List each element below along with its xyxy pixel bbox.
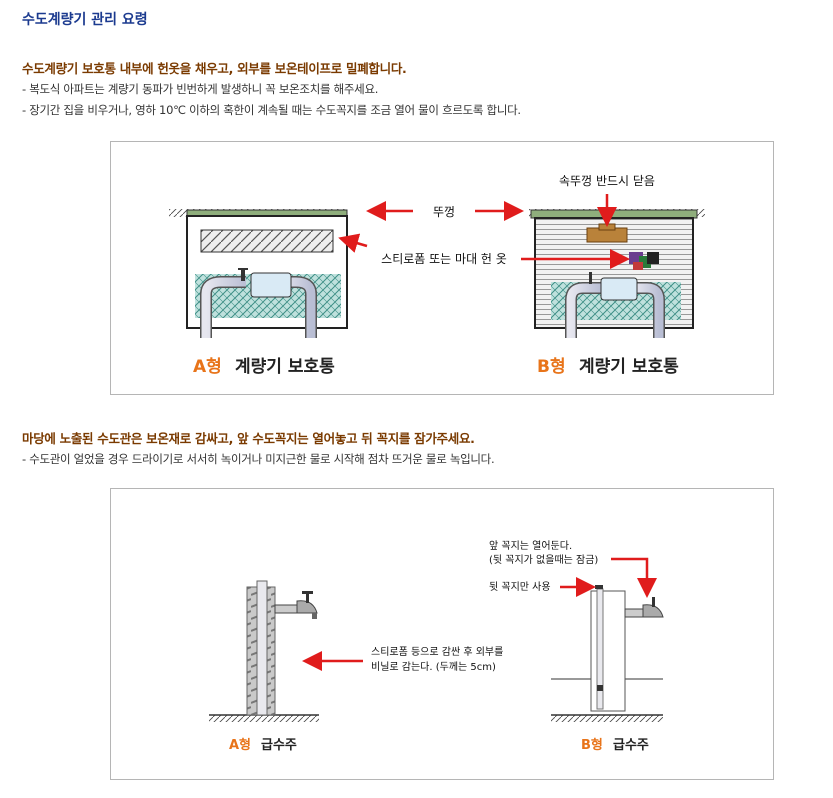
standpipe-a-illustration bbox=[209, 580, 319, 722]
box-a-illustration bbox=[169, 209, 348, 338]
caption-a-type: A형 bbox=[193, 356, 222, 377]
section2-heading: 마당에 노출된 수도관은 보온재로 감싸고, 앞 수도꼭지는 열어놓고 뒤 꼭지… bbox=[22, 431, 475, 446]
label-insulation: 스티로폼 또는 마대 헌 옷 bbox=[381, 252, 507, 266]
insulation-arrow-a bbox=[338, 233, 368, 253]
caption-a-text: 계량기 보호통 bbox=[235, 357, 335, 377]
page-title: 수도계량기 관리 요령 bbox=[22, 12, 148, 28]
standpipe-figure: 스티로폼 등으로 감싼 후 외부를 비닐로 감는다. (두께는 5cm) 앞 꼭… bbox=[110, 488, 774, 780]
meter-box-figure: 뚜껑 속뚜껑 반드시 닫음 스티로폼 또는 마대 헌 옷 A형 계량기 보호통 … bbox=[110, 141, 774, 395]
section1-bullet-2: - 장기간 집을 비우거나, 영하 10℃ 이하의 혹한이 계속될 때는 수도꼭… bbox=[22, 103, 521, 117]
section1-heading: 수도계량기 보호통 내부에 헌옷을 채우고, 외부를 보온테이프로 밀폐합니다. bbox=[22, 61, 407, 76]
label-inner-lid: 속뚜껑 반드시 닫음 bbox=[559, 174, 655, 188]
label-front-1: 앞 꼭지는 열어둔다. bbox=[489, 540, 572, 552]
label-wrap-2: 비닐로 감는다. (두께는 5cm) bbox=[371, 661, 496, 673]
section2-bullet-1: - 수도관이 얼었을 경우 드라이기로 서서히 녹이거나 미지근한 물로 시작해… bbox=[22, 452, 495, 466]
section1-bullet-1: - 복도식 아파트는 계량기 동파가 빈번하게 발생하니 꼭 보온조치를 해주세… bbox=[22, 82, 379, 96]
caption-a-type: A형 bbox=[229, 737, 251, 753]
caption-b-text: 급수주 bbox=[613, 738, 649, 753]
caption-b-type: B형 bbox=[537, 356, 566, 377]
label-front-2: (뒷 꼭지가 없을때는 잠금) bbox=[489, 553, 598, 566]
caption-b-text: 계량기 보호통 bbox=[579, 357, 679, 377]
caption-a-text: 급수주 bbox=[261, 738, 297, 753]
label-back: 뒷 꼭지만 사용 bbox=[489, 580, 551, 593]
caption-b-type: B형 bbox=[581, 737, 603, 753]
label-wrap-1: 스티로폼 등으로 감싼 후 외부를 bbox=[371, 646, 503, 658]
box-b-illustration bbox=[529, 209, 705, 338]
label-lid: 뚜껑 bbox=[433, 205, 455, 219]
standpipe-b-illustration bbox=[551, 585, 664, 722]
old-clothes-icon bbox=[629, 252, 659, 270]
front-tap-arrow bbox=[611, 557, 657, 598]
